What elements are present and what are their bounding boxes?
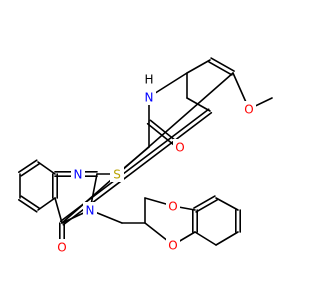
bond-b3-b4: [215, 231, 239, 246]
amide-nitrogen-label: N: [145, 91, 154, 105]
amide-hydrogen-label: H: [144, 73, 153, 87]
bond-c4a-c5q: [37, 197, 56, 211]
bond-c4-c5: [59, 108, 210, 223]
bond-c8-c7: [17, 159, 38, 173]
dioxane-oxygen-bottom-label: O: [168, 239, 177, 253]
bond-c1-c2: [186, 59, 211, 74]
bond-a2-b4: [194, 231, 217, 246]
bond-c2-c3: [210, 57, 235, 72]
bond-c5-c6: [186, 97, 211, 112]
bond-c8-c7: [20, 163, 41, 177]
carbonyl-oxygen-label: O: [57, 241, 66, 255]
bond-c6q-c5q: [20, 195, 41, 209]
methoxy-oxygen-label: O: [244, 103, 253, 117]
bond-a1-b1: [195, 199, 218, 213]
molecule-structure-diagram: N H O O S N N O O O: [17, 57, 273, 255]
molecule-canvas: N H O O S N N O O O: [17, 57, 273, 255]
atom-label-layer: N H O O S N N O O O: [55, 71, 256, 255]
dioxane-oxygen-top-label: O: [168, 200, 177, 214]
amide-oxygen-label: O: [175, 141, 184, 155]
bond-c4-c4a: [54, 197, 63, 224]
bond-c2-c3: [208, 61, 233, 76]
sulfur-label: S: [113, 168, 121, 182]
bond-b1-b2: [215, 197, 239, 211]
bond-c8-c8a: [37, 161, 56, 175]
bond-a1-b1: [193, 195, 216, 209]
bond-c6q-c5q: [17, 199, 38, 213]
ring-nitrogen-1-label: N: [74, 168, 83, 182]
ring-nitrogen-3-label: N: [86, 204, 95, 218]
